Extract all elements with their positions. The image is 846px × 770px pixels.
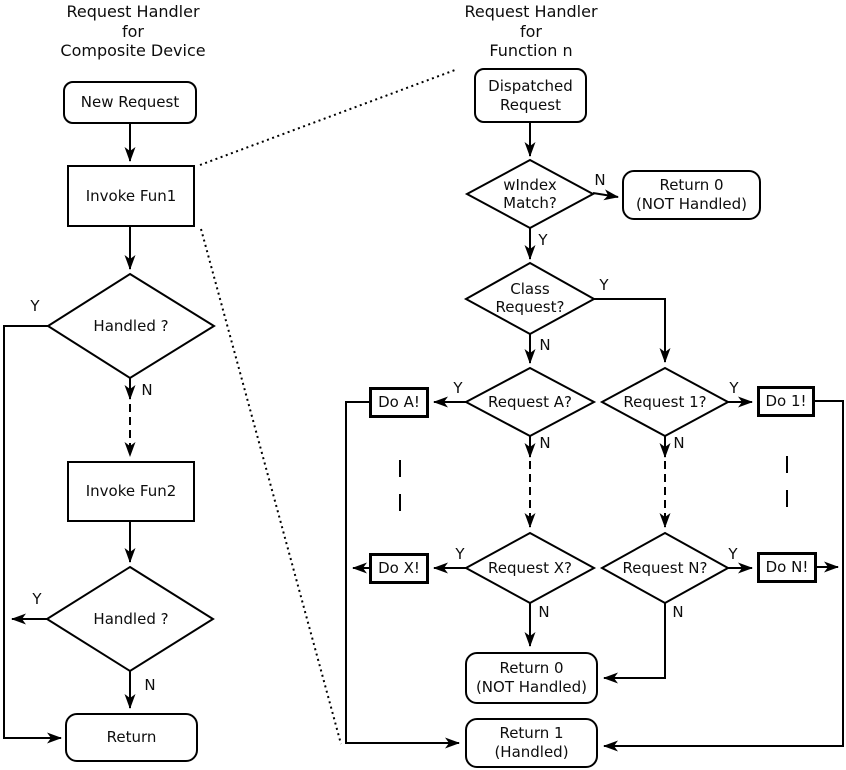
do-a-node: Do A! <box>369 387 429 418</box>
request-a-diamond <box>463 366 597 438</box>
return1-node: Return 1 (Handled) <box>465 718 598 768</box>
request-1-diamond <box>599 366 731 438</box>
arrow-windex-no-to-return0 <box>592 189 619 201</box>
decision-diamonds <box>45 158 731 673</box>
request-a-label: Request A? <box>488 393 572 411</box>
class-yes-label: Y <box>599 276 609 294</box>
request-x-no-label: N <box>538 603 550 621</box>
do-x-node: Do X! <box>369 553 429 584</box>
class-request-diamond <box>463 261 597 336</box>
left-flow-connectors <box>3 124 136 744</box>
handled2-diamond <box>45 565 215 673</box>
request-x-yes-label: Y <box>455 545 465 563</box>
request-x-diamond <box>463 531 597 605</box>
callout-dotted-lines <box>199 69 456 745</box>
request-x-label: Request X? <box>488 559 572 577</box>
dispatched-request-node: Dispatched Request <box>474 68 587 123</box>
handled1-no-label: N <box>141 381 153 399</box>
arrow-handled1-yes-to-return <box>3 325 62 744</box>
return0-bottom-node: Return 0 (NOT Handled) <box>465 652 598 704</box>
windex-no-label: N <box>594 171 606 189</box>
windex-match-diamond <box>464 158 596 230</box>
return0-top-node: Return 0 (NOT Handled) <box>622 170 761 220</box>
callout-line-top <box>199 69 456 166</box>
request-n-yes-label: Y <box>728 545 738 563</box>
request-a-yes-label: Y <box>453 379 463 397</box>
ellipsis-marks <box>399 456 788 511</box>
windex-yes-label: Y <box>538 231 548 249</box>
invoke-fun2-node: Invoke Fun2 <box>67 461 195 522</box>
line-doa-collector-to-return1 <box>345 401 460 749</box>
left-chart-title: Request Handler for Composite Device <box>60 2 206 61</box>
return-node: Return <box>65 713 198 762</box>
callout-line-bottom <box>200 228 342 745</box>
request-n-label: Request N? <box>622 559 708 577</box>
do-1-node: Do 1! <box>757 386 815 417</box>
request-1-label: Request 1? <box>623 393 707 411</box>
request-n-no-label: N <box>672 603 684 621</box>
request-n-diamond <box>599 531 731 605</box>
class-request-label: Class Request? <box>495 280 565 316</box>
handled2-label: Handled ? <box>93 610 169 628</box>
request-1-yes-label: Y <box>729 379 739 397</box>
windex-match-label: wIndex Match? <box>503 176 557 212</box>
right-chart-title: Request Handler for Function n <box>464 2 598 61</box>
line-do1-collector-to-return1 <box>603 400 844 752</box>
arrow-class-yes-to-request1 <box>594 298 671 363</box>
arrow-requestn-no-to-return0 <box>603 603 666 684</box>
right-flow-connectors <box>345 123 844 752</box>
invoke-fun1-node: Invoke Fun1 <box>67 165 195 227</box>
handled1-diamond <box>46 272 216 380</box>
handled2-no-label: N <box>144 676 156 694</box>
handled1-label: Handled ? <box>93 317 169 335</box>
handled2-yes-label: Y <box>32 590 42 608</box>
class-no-label: N <box>539 336 551 354</box>
do-n-node: Do N! <box>757 552 817 583</box>
handled1-yes-label: Y <box>30 297 40 315</box>
request-a-no-label: N <box>539 434 551 452</box>
request-1-no-label: N <box>673 434 685 452</box>
new-request-node: New Request <box>63 81 197 124</box>
